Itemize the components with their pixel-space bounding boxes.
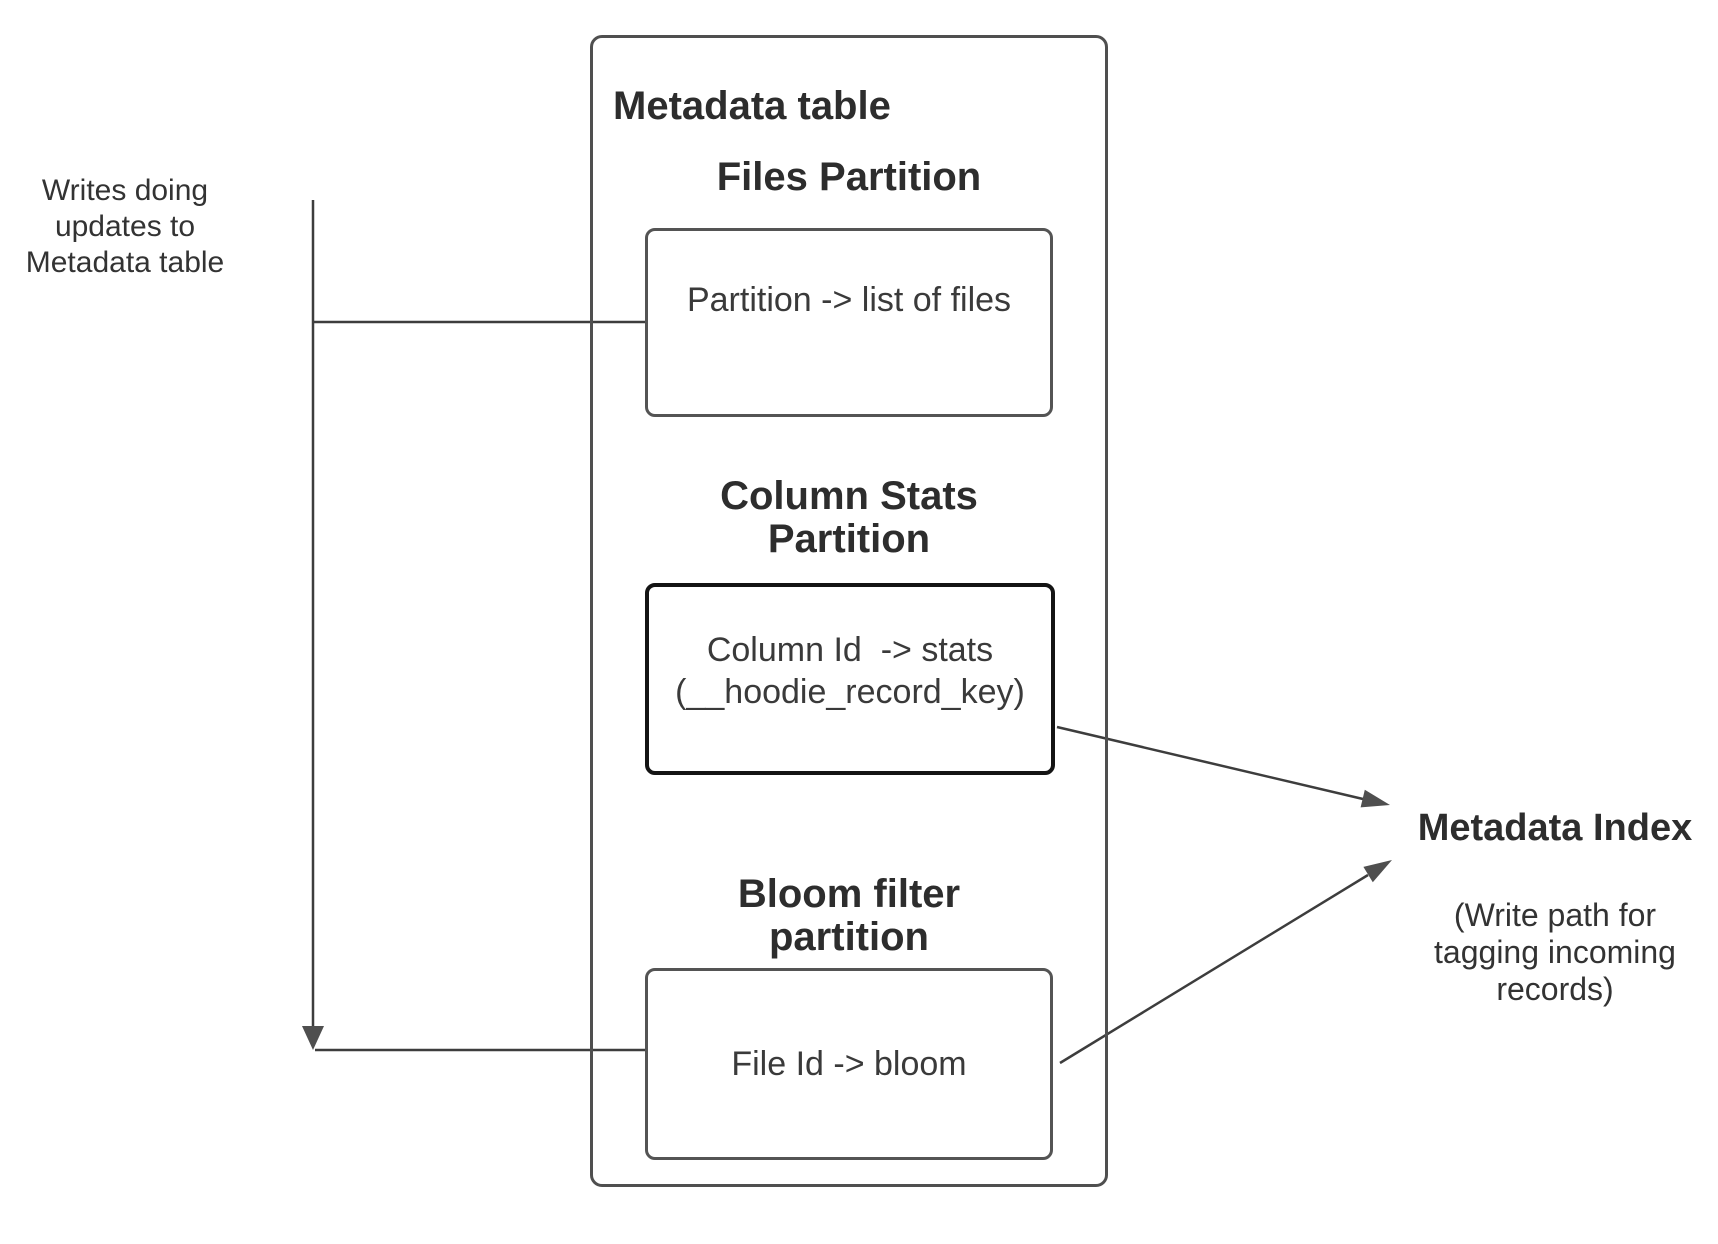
bloom-filter-heading: Bloom filter partition [737, 872, 961, 959]
metadata-index-subtitle: (Write path for tagging incoming records… [1434, 897, 1676, 1007]
bloom-filter-box: File Id -> bloom [645, 968, 1053, 1160]
metadata-table-title: Metadata table [613, 84, 891, 128]
metadata-index-title: Metadata Index [1417, 807, 1693, 849]
column-stats-box-text: Column Id -> stats (__hoodie_record_key) [675, 631, 1025, 711]
files-partition-box: Partition -> list of files [645, 228, 1053, 417]
writes-note: Writes doing updates to Metadata table [25, 174, 225, 279]
column-stats-box: Column Id -> stats (__hoodie_record_key) [645, 583, 1055, 775]
bloom-arrowhead-icon [1363, 860, 1392, 883]
files-partition-box-text: Partition -> list of files [686, 281, 1012, 319]
metadata-table-box [590, 35, 1108, 1187]
bloom-filter-box-text: File Id -> bloom [731, 1045, 967, 1083]
column-stats-arrowhead-icon [1360, 789, 1390, 808]
column-stats-heading: Column Stats Partition [720, 474, 978, 561]
files-partition-heading: Files Partition [716, 155, 982, 199]
writes-arrowhead-icon [302, 1026, 324, 1050]
